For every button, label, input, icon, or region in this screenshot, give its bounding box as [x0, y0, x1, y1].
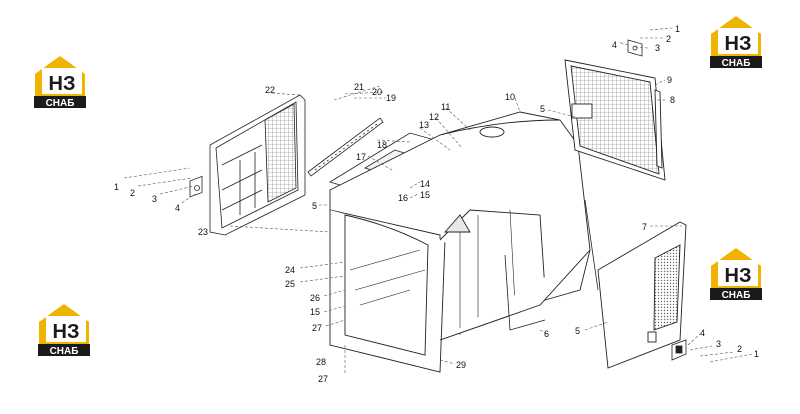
right-side-panel: [597, 221, 687, 369]
callout-4: 4: [175, 203, 180, 213]
callout-5-b: 5: [540, 104, 545, 114]
leader-lines: [123, 27, 753, 375]
callout-16: 16: [398, 193, 408, 203]
callout-18: 18: [377, 140, 387, 150]
callout-13: 13: [419, 120, 429, 130]
callout-1: 1: [114, 182, 119, 192]
callout-7: 7: [642, 222, 647, 232]
callout-3: 3: [152, 194, 157, 204]
logo-middle-right: НЗ СНАБ: [710, 248, 762, 301]
callout-15-b: 15: [310, 307, 320, 317]
callout-28: 28: [316, 357, 326, 367]
logo-mark: НЗ: [53, 321, 80, 343]
callout-27: 27: [312, 323, 322, 333]
callout-5: 5: [312, 201, 317, 211]
callout-20: 20: [372, 87, 382, 97]
right-latch-part: [671, 339, 687, 361]
callout-17: 17: [356, 152, 366, 162]
callout-5-d: 5: [575, 326, 580, 336]
logo-mark: НЗ: [49, 73, 76, 95]
callout-6: 6: [544, 329, 549, 339]
callout-2-b: 2: [666, 34, 671, 44]
callout-3-b: 3: [655, 43, 660, 53]
callout-2: 2: [130, 188, 135, 198]
logo-mark: НЗ: [725, 33, 752, 55]
callout-22: 22: [265, 85, 275, 95]
callout-21: 21: [354, 82, 364, 92]
callout-labels: 1 2 3 4 5 22 23 21 20 19 18 17 13 12 11 …: [114, 24, 759, 384]
logo-caption: СНАБ: [46, 98, 75, 109]
callout-8: 8: [670, 95, 675, 105]
logo-caption: СНАБ: [722, 290, 751, 301]
logo-mark: НЗ: [725, 265, 752, 287]
logo-top-right: НЗ СНАБ: [710, 16, 762, 69]
callout-4-b: 4: [612, 40, 617, 50]
callout-26: 26: [310, 293, 320, 303]
side-seal-strip: [584, 199, 599, 291]
callout-9: 9: [667, 75, 672, 85]
main-cab-frame: [329, 111, 591, 373]
callout-23: 23: [198, 227, 208, 237]
callout-10: 10: [505, 92, 515, 102]
callout-12: 12: [429, 112, 439, 122]
callout-1-b: 1: [675, 24, 680, 34]
left-side-door-panel: [209, 94, 306, 236]
logo-caption: СНАБ: [722, 58, 751, 69]
logo-caption: СНАБ: [50, 346, 79, 357]
callout-2-c: 2: [737, 344, 742, 354]
rear-grille-panel: [564, 59, 666, 181]
callout-15: 15: [420, 190, 430, 200]
logo-top-left: НЗ СНАБ: [34, 56, 86, 109]
callout-29: 29: [456, 360, 466, 370]
callout-3-c: 3: [716, 339, 721, 349]
callout-25: 25: [285, 279, 295, 289]
hinge-strip: [307, 117, 384, 177]
callout-14: 14: [420, 179, 430, 189]
callout-24: 24: [285, 265, 295, 275]
top-latch-part: [627, 39, 643, 57]
callout-19: 19: [386, 93, 396, 103]
logo-bottom-left: НЗ СНАБ: [38, 304, 90, 357]
callout-27-b: 27: [318, 374, 328, 384]
callout-11: 11: [441, 102, 450, 112]
callout-4-c: 4: [700, 328, 705, 338]
callout-1-c: 1: [754, 349, 759, 359]
door-seal-strip: [504, 254, 546, 331]
left-latch-part: [189, 175, 203, 198]
